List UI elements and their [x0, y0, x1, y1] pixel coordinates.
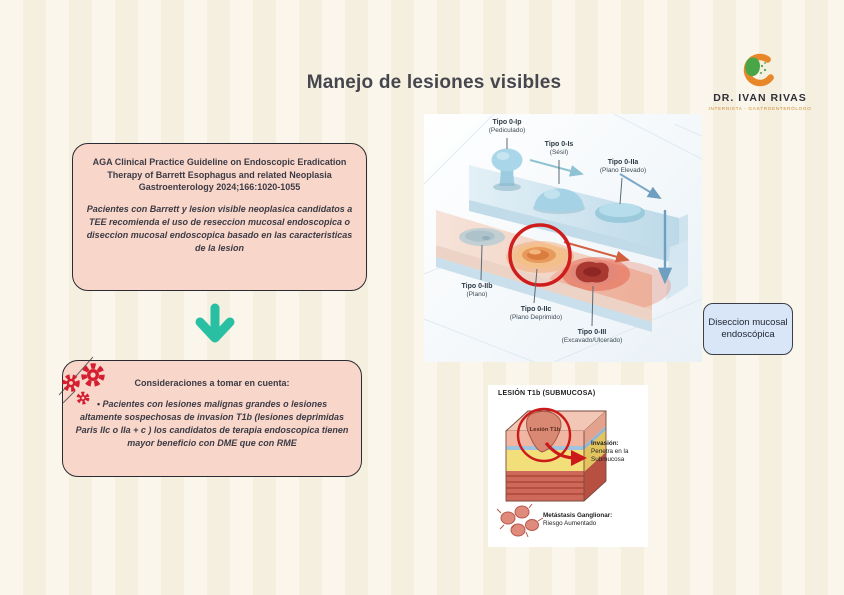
paris-label-0iic: Tipo 0-IIc (Plano Deprimido) — [509, 306, 563, 322]
guideline-body: Pacientes con Barrett y lesion visible n… — [86, 203, 353, 253]
t1b-diagram-panel: LESIÓN T1b (SUBMUCOSA) — [488, 385, 648, 547]
guideline-box: AGA Clinical Practice Guideline on Endos… — [72, 143, 367, 291]
t1b-invasion-heading: Invasión: — [591, 440, 619, 447]
logo-name: DR. IVAN RIVAS — [713, 92, 807, 104]
t1b-metastasis-heading: Metástasis Ganglionar: — [543, 512, 613, 519]
t1b-title: LESIÓN T1b (SUBMUCOSA) — [498, 390, 596, 397]
logo-subtitle: INTERNISTA - GASTROENTERÓLOGO — [708, 106, 812, 111]
t1b-lesion-label: Lesión T1b — [529, 427, 561, 433]
considerations-heading: Consideraciones a tomar en cuenta: — [134, 378, 290, 388]
paris-label-0ip: Tipo 0-Ip (Pediculado) — [488, 119, 526, 135]
paris-label-0iii: Tipo 0-III (Excavado/Ulcerado) — [561, 329, 623, 345]
paris-illustration — [424, 114, 702, 362]
guideline-heading: AGA Clinical Practice Guideline on Endos… — [92, 157, 347, 180]
paris-label-0iia: Tipo 0-IIa (Plano Elevado) — [599, 159, 647, 175]
t1b-metastasis-body: Riesgo Aumentado — [543, 520, 597, 528]
t1b-illustration — [496, 407, 607, 538]
t1b-invasion-body: Penetra en la Submucosa — [591, 448, 629, 464]
guideline-citation: Gastroenterology 2024;166:1020-1055 — [138, 182, 301, 193]
flow-arrow-down-icon — [192, 302, 238, 355]
dme-label-text: Diseccion mucosal endoscópica — [708, 317, 788, 340]
considerations-box: Consideraciones a tomar en cuenta: • Pac… — [58, 356, 362, 477]
paris-diagram-panel: Tipo 0-Ip (Pediculado) Tipo 0-Is (Sésil)… — [424, 114, 702, 362]
t1b-invasion-text: Invasión: Penetra en la Submucosa — [591, 440, 645, 465]
t1b-metastasis-text: Metástasis Ganglionar: Riesgo Aumentado — [543, 512, 643, 528]
paris-label-0is: Tipo 0-Is (Sésil) — [544, 141, 574, 157]
logo-icon — [743, 53, 777, 87]
logo: DR. IVAN RIVAS INTERNISTA - GASTROENTERÓ… — [705, 50, 815, 111]
gears-icon — [53, 349, 119, 416]
page-title: Manejo de lesiones visibles — [306, 72, 562, 93]
considerations-body: • Pacientes con lesiones malignas grande… — [75, 398, 349, 448]
dme-label-box: Diseccion mucosal endoscópica — [703, 303, 793, 355]
paris-label-0iib: Tipo 0-IIb (Plano) — [461, 283, 493, 299]
